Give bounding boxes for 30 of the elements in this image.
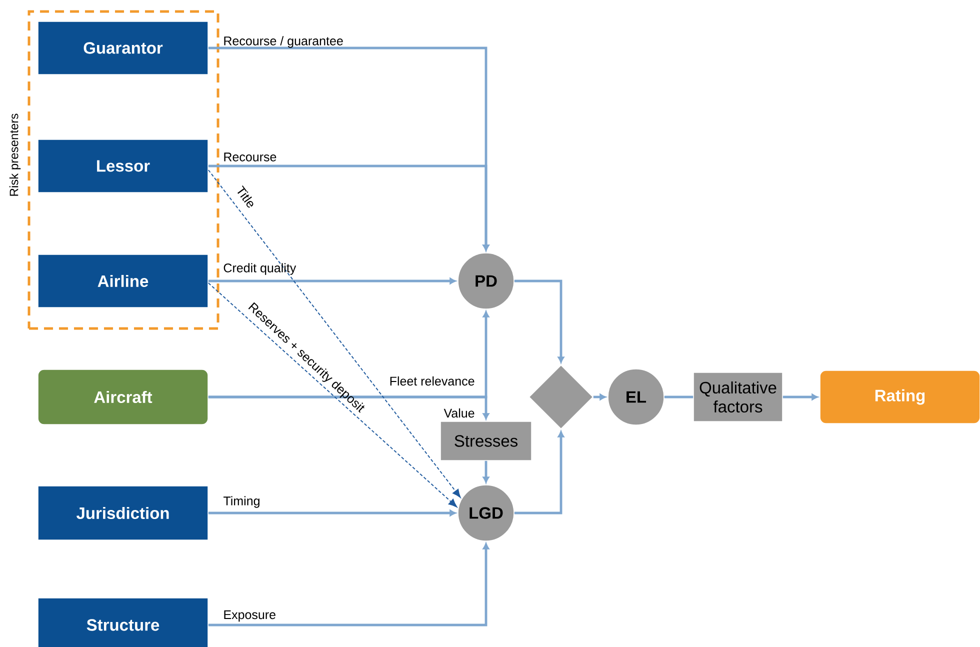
arrow [208,278,456,284]
arrow [208,170,461,498]
edge-label: Value [444,408,474,418]
process-box: Structure [38,598,208,647]
rating-box: Rating [820,370,980,424]
process-box: Guarantor [38,21,208,75]
process-box: Airline [38,254,208,308]
process-box: Lessor [38,139,208,193]
process-box: Jurisdiction [38,486,208,540]
edge-label: Credit quality [224,263,296,275]
arrow [208,543,490,626]
arrow [514,280,564,363]
arrow [593,394,606,400]
arrow [208,282,458,508]
edge-label: Recourse [224,152,276,162]
arrow [482,460,490,483]
arrow [208,164,490,251]
arrow [514,431,564,514]
process-box: Stresses [440,421,532,461]
edge-label: Exposure [224,610,276,622]
edge-label: Fleet relevance [390,376,474,386]
process-box: Qualitative factors [693,372,783,422]
group-heading: Risk presenters [9,114,21,196]
arrow [208,510,456,516]
arrow [208,396,490,420]
edge-label: Recourse / guarantee [224,36,343,48]
decision-diamond [528,364,594,430]
process-box: Aircraft [38,369,208,425]
edge-label: Timing [224,496,260,508]
arrow [782,394,818,400]
